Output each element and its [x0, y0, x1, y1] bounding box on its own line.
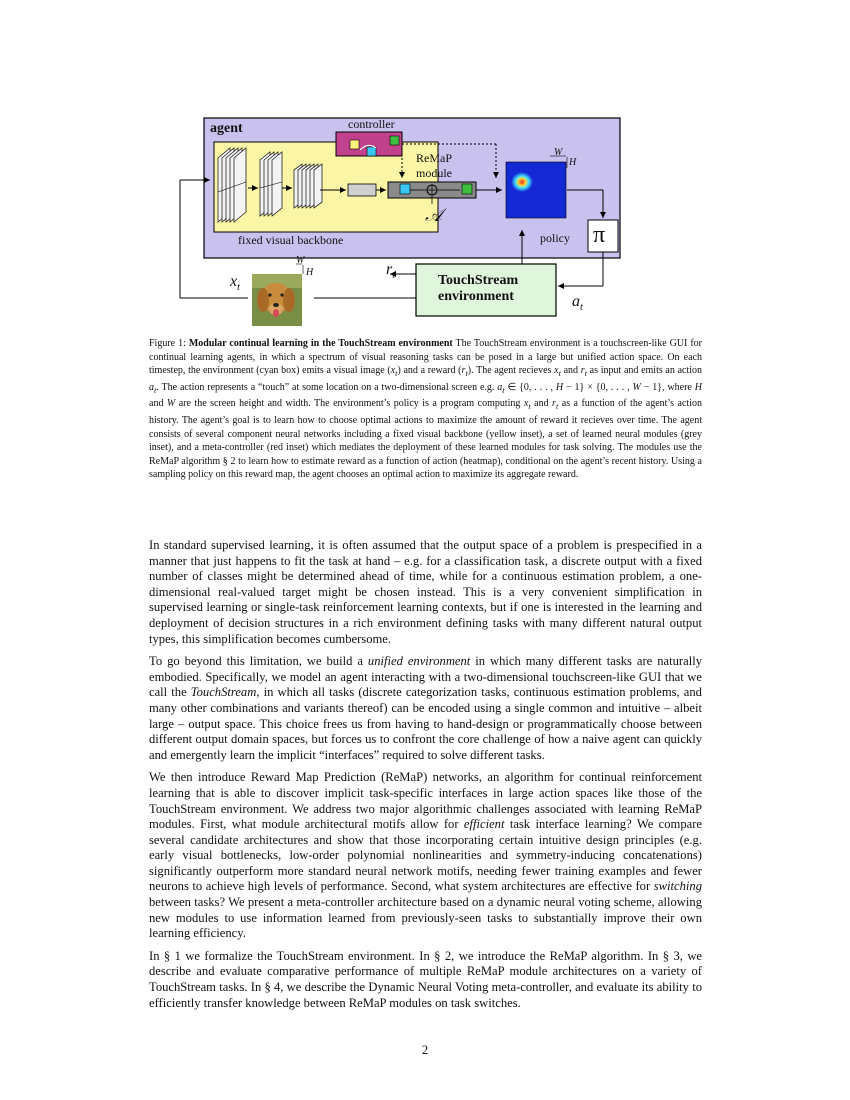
rt-label: rt	[386, 261, 396, 282]
paragraph-1: In standard supervised learning, it is o…	[149, 538, 702, 646]
remap-label-2: module	[416, 166, 452, 180]
touchstream-env-box	[415, 263, 557, 317]
figure-caption: Figure 1: Modular continual learning in …	[149, 338, 702, 481]
dog-h-label: H	[306, 267, 314, 278]
pi-symbol: π	[593, 222, 606, 248]
touchstream-label-2: environment	[438, 289, 514, 304]
heatmap-w-label: W	[554, 147, 563, 158]
body-text: In standard supervised learning, it is o…	[149, 538, 702, 1018]
paragraph-3: We then introduce Reward Map Prediction …	[149, 770, 702, 941]
at-label: at	[572, 293, 583, 314]
paragraph-4: In § 1 we formalize the TouchStream envi…	[149, 948, 702, 1010]
backbone-stripes	[217, 181, 283, 193]
figure-diagram	[179, 117, 621, 326]
dog-w-label: W	[296, 255, 305, 266]
heatmap-h-label: H	[569, 157, 577, 168]
policy-label: policy	[540, 231, 570, 245]
heatmap	[505, 161, 567, 219]
touchstream-label-1: TouchStream	[438, 273, 519, 288]
xt-label: xt	[230, 273, 240, 294]
backbone-dense	[347, 183, 377, 197]
backbone-layers	[217, 147, 323, 223]
paragraph-2: To go beyond this limitation, we build a…	[149, 654, 702, 762]
remap-label-1: ReMaP	[416, 151, 452, 165]
page-number: 2	[421, 1043, 429, 1057]
caption-title: Modular continual learning in the TouchS…	[188, 338, 453, 349]
controller-label: controller	[348, 117, 395, 131]
agent-label: agent	[210, 121, 243, 136]
caption-prefix: Figure 1:	[149, 338, 189, 349]
figure-1: agent controller ReMaP module 𝒜 fixed vi…	[170, 112, 640, 332]
cal-a-symbol: 𝒜	[425, 205, 443, 225]
backbone-label: fixed visual backbone	[238, 233, 344, 247]
dog-image	[252, 263, 304, 326]
